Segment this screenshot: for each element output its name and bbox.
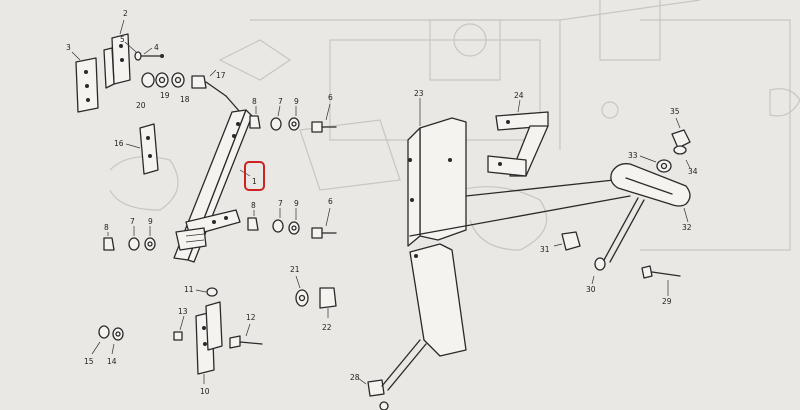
lower-fastener-row-right[interactable] xyxy=(247,207,337,239)
label-8a: 8 xyxy=(252,97,257,106)
label-23: 23 xyxy=(414,89,424,98)
part-32-slotted-link[interactable] xyxy=(610,155,691,223)
lower-fastener-row-left[interactable] xyxy=(103,226,156,251)
part-2-hinge-bracket[interactable] xyxy=(103,19,131,89)
parts-21-22-washer-nut[interactable] xyxy=(295,275,337,318)
label-6b: 6 xyxy=(328,197,333,206)
part-23-vertical-column[interactable] xyxy=(407,98,631,357)
label-9b: 9 xyxy=(294,199,299,208)
part-4-5-bolt-washer[interactable] xyxy=(124,41,164,61)
callout-labels: 1 2 3 4 5 6 6 7 7 7 8 8 8 9 9 9 10 11 12… xyxy=(66,9,698,396)
label-11: 11 xyxy=(184,285,194,294)
label-17: 17 xyxy=(216,71,226,80)
label-18: 18 xyxy=(180,95,190,104)
label-8b: 8 xyxy=(251,201,256,210)
label-13: 13 xyxy=(178,307,188,316)
label-22: 22 xyxy=(322,323,332,332)
label-16: 16 xyxy=(114,139,124,148)
label-34: 34 xyxy=(688,167,698,176)
label-10: 10 xyxy=(200,387,210,396)
part-1-main-bracket[interactable] xyxy=(173,109,253,263)
part-30-rod[interactable] xyxy=(591,197,645,285)
parts-34-35-wing-nut[interactable] xyxy=(671,117,691,169)
label-30: 30 xyxy=(586,285,596,294)
label-24: 24 xyxy=(514,91,524,100)
part-28-bottom-fastener[interactable] xyxy=(357,339,427,410)
label-31: 31 xyxy=(540,245,550,254)
label-32: 32 xyxy=(682,223,692,232)
label-9c: 9 xyxy=(148,217,153,226)
background-machine-outline xyxy=(109,0,800,251)
part-24-upper-bracket[interactable] xyxy=(487,99,549,177)
part-16-plate[interactable] xyxy=(125,123,159,175)
label-33: 33 xyxy=(628,151,638,160)
label-14: 14 xyxy=(107,357,117,366)
label-7b: 7 xyxy=(278,199,283,208)
label-29: 29 xyxy=(662,297,672,306)
part-29-bolt[interactable] xyxy=(641,265,681,296)
label-5: 5 xyxy=(120,35,125,44)
parts-17-20-fastener-chain[interactable] xyxy=(141,69,241,113)
highlight-box-part-1[interactable] xyxy=(244,161,265,191)
label-28: 28 xyxy=(350,373,360,382)
label-2: 2 xyxy=(123,9,128,18)
upper-fastener-row[interactable] xyxy=(249,103,337,133)
part-3-hinge-plate[interactable] xyxy=(71,51,99,113)
label-19: 19 xyxy=(160,91,170,100)
label-35: 35 xyxy=(670,107,680,116)
label-21: 21 xyxy=(290,265,300,274)
label-4: 4 xyxy=(154,43,159,52)
label-20: 20 xyxy=(136,101,146,110)
label-8c: 8 xyxy=(104,223,109,232)
label-9a: 9 xyxy=(294,97,299,106)
part-31-nut[interactable] xyxy=(553,231,581,251)
label-6a: 6 xyxy=(328,93,333,102)
label-15: 15 xyxy=(84,357,94,366)
parts-14-15-fasteners[interactable] xyxy=(91,325,124,355)
label-12: 12 xyxy=(246,313,256,322)
label-7a: 7 xyxy=(278,97,283,106)
label-3: 3 xyxy=(66,43,71,52)
lower-hinge-assembly[interactable] xyxy=(173,287,263,384)
label-7c: 7 xyxy=(130,217,135,226)
label-1: 1 xyxy=(252,177,257,186)
